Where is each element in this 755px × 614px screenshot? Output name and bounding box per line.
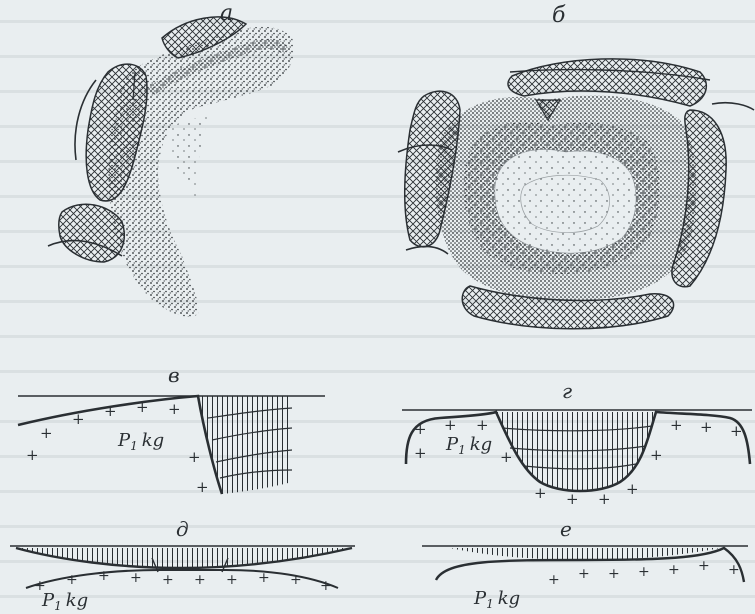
plus-mark: +	[668, 562, 680, 578]
plus-mark: +	[698, 558, 710, 574]
plus-mark: +	[194, 572, 206, 588]
panel-b-label: б	[552, 3, 566, 28]
plus-mark: +	[258, 570, 270, 586]
plus-mark: +	[130, 570, 142, 586]
panel-v-infill	[198, 396, 292, 494]
plus-mark: +	[670, 416, 683, 434]
plus-mark: +	[72, 410, 85, 428]
plus-mark: +	[730, 422, 743, 440]
plus-mark: +	[66, 572, 78, 588]
panel-b: б	[398, 3, 754, 329]
panel-b-boundary-line	[712, 103, 754, 110]
plus-mark: +	[414, 420, 427, 438]
plus-mark: +	[700, 418, 713, 436]
panel-d-label: д	[176, 517, 189, 541]
panel-v-label: в	[168, 363, 180, 387]
plus-mark: +	[578, 566, 590, 582]
plus-mark: +	[104, 402, 117, 420]
panel-a: а	[48, 1, 294, 317]
plus-mark: +	[98, 568, 110, 584]
plus-mark: +	[638, 564, 650, 580]
panel-b-boundary-line	[406, 247, 448, 254]
plus-mark: +	[290, 572, 302, 588]
panel-a-label: а	[220, 1, 233, 26]
plus-mark: +	[500, 448, 513, 466]
plus-mark: +	[598, 490, 611, 508]
plus-mark: +	[728, 562, 740, 578]
plus-mark: +	[320, 578, 332, 594]
panel-a-dune-body	[109, 27, 294, 317]
plus-mark: +	[650, 446, 663, 464]
plus-mark: +	[534, 484, 547, 502]
plus-mark: +	[162, 572, 174, 588]
plus-mark: +	[34, 578, 46, 594]
plus-mark: +	[566, 490, 579, 508]
panel-b-inner-center-dots	[495, 149, 636, 253]
plus-mark: +	[626, 480, 639, 498]
plus-mark: +	[188, 448, 201, 466]
plus-mark: +	[40, 424, 53, 442]
plus-mark: +	[168, 400, 181, 418]
plus-mark: +	[608, 566, 620, 582]
panel-a-inner-sparse	[170, 116, 210, 200]
panel-g-label: г	[562, 379, 572, 403]
plus-mark: +	[136, 398, 149, 416]
panel-e-label: е	[560, 517, 572, 541]
plus-mark: +	[444, 416, 457, 434]
plus-mark: +	[414, 444, 427, 462]
plus-mark: +	[548, 572, 560, 588]
plus-mark: +	[476, 416, 489, 434]
plus-mark: +	[26, 446, 39, 464]
plus-mark: +	[226, 572, 238, 588]
plus-mark: +	[196, 478, 209, 496]
